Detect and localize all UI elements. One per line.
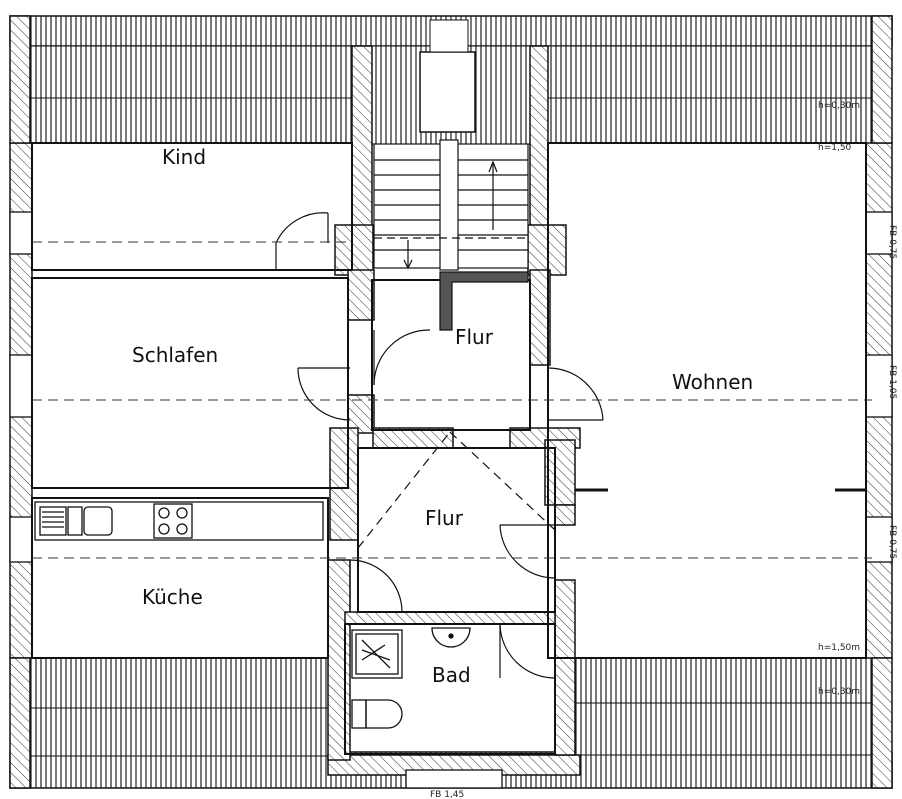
doors [275,212,866,679]
room-label-flur-lower: Flur [425,506,464,530]
room-label-bad: Bad [432,663,471,687]
room-label-flur-upper: Flur [455,325,494,349]
room-label-kueche: Küche [142,585,203,609]
roof-slope-strips [9,15,893,789]
right-window-mark-3: FB 0,75 [887,525,897,559]
window-reveals [9,211,893,789]
right-window-mark-1: FB 0,75 [887,225,897,259]
room-label-wohnen: Wohnen [672,370,753,394]
height-annotation-bottom-2: h=0,30m [818,687,860,697]
bath-fixtures [351,627,471,729]
room-label-kind: Kind [162,145,206,169]
kitchen-counter [34,501,324,541]
bottom-window-mark: FB 1,45 [430,790,464,799]
height-annotation-top: h=0,30m [818,101,860,111]
room-label-schlafen: Schlafen [132,343,218,367]
interior-walls [327,45,581,761]
right-window-mark-2: FB 1,05 [887,365,897,399]
dashed-slope-lines [32,241,872,559]
height-annotation-bottom-1: h=1,50m [818,643,860,653]
stair [373,139,529,331]
height-annotation-second: h=1,50 [818,143,852,153]
